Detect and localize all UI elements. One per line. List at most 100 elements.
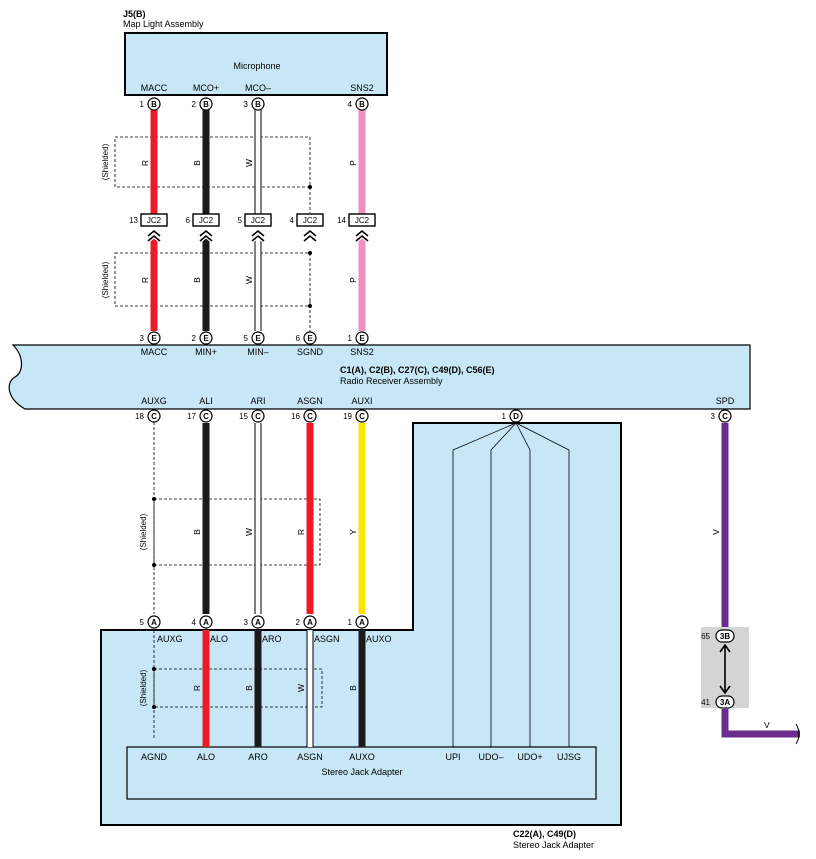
wire-letter-up-2: B (192, 160, 202, 166)
radio-bottom-pin-7-connector: C (722, 412, 728, 421)
spd-pin-top-connector: 3B (720, 632, 730, 641)
radio-ids: C1(A), C2(B), C27(C), C49(D), C56(E) (340, 365, 495, 375)
wire-letter-adapter-2: B (244, 685, 254, 691)
adapter-pin-3: A3 (244, 615, 265, 629)
inner-pin-auxo: AUXO (349, 752, 375, 762)
wire-letter-up-4: P (348, 160, 358, 166)
inner-pin-agnd: AGND (141, 752, 168, 762)
wire-letter-up-3: W (244, 159, 254, 167)
inner-pin-udo-minus: UDO– (478, 752, 503, 762)
adapter-pin-name-2: ALO (210, 634, 228, 644)
radio-bottom-pin-5-connector: C (359, 412, 365, 421)
wire-letter-up-1: R (140, 160, 150, 166)
radio-top-pin-3-connector: E (255, 334, 261, 343)
spd-pin-bottom-connector: 3A (720, 698, 730, 707)
adapter-pin-3-number: 3 (244, 618, 249, 627)
radio-bottom-pin-name-3: ARI (250, 396, 265, 406)
stereo-jack-inner-box (126, 746, 597, 800)
map-light-name: Map Light Assembly (123, 19, 204, 29)
shield-dots (152, 185, 312, 709)
map-pin-name-1: MACC (141, 83, 168, 93)
radio-bottom-pin-1: C 18 (135, 409, 161, 423)
radio-top-pin-2-number: 2 (192, 334, 197, 343)
wire-letter-low-2: W (244, 528, 254, 536)
jc2-pin-2-label: JC2 (199, 216, 214, 225)
adapter-name: Stereo Jack Adapter (513, 840, 594, 850)
radio-bottom-pin-4-connector: C (307, 412, 313, 421)
adapter-pin-2-connector: A (203, 618, 209, 627)
map-pin-2-number: 2 (192, 100, 197, 109)
spd-pin-bottom: 3A (715, 695, 735, 709)
radio-top-pin-5-connector: E (359, 334, 365, 343)
spd-junction-link (719, 643, 731, 695)
radio-top-pin-5-number: 1 (348, 334, 353, 343)
shield-label-3: (Shielded) (139, 513, 148, 550)
radio-top-pin-3: E5 (244, 331, 265, 345)
map-pin-name-3: MCO– (245, 83, 271, 93)
radio-bottom-pin-name-2: ALI (199, 396, 213, 406)
radio-top-pin-name-5: SNS2 (350, 347, 374, 357)
map-light-box (124, 32, 388, 96)
jc2-pin-2-number: 6 (186, 216, 191, 225)
radio-top-pin-3-number: 5 (244, 334, 249, 343)
wire-letter-adapter-3: W (296, 684, 306, 692)
map-pin-4: B4 (348, 97, 369, 111)
wire-letter-mid-2: B (192, 277, 202, 283)
jc2-pin-3-number: 5 (238, 216, 243, 225)
adapter-pin-3-connector: A (255, 618, 261, 627)
jc2-pin-4-label: JC2 (303, 216, 318, 225)
map-pin-1-number: 1 (140, 100, 145, 109)
jc2-pin-1-number: 13 (129, 216, 138, 225)
jc2-pin-1-label: JC2 (147, 216, 162, 225)
radio-bottom-pin-6-number: 1 (502, 412, 507, 421)
map-pin-1-connector: B (151, 100, 157, 109)
radio-top-pin-name-4: SGND (297, 347, 324, 357)
radio-bottom-pin-name-1: AUXG (141, 396, 167, 406)
radio-top-pin-4-number: 6 (296, 334, 301, 343)
wire-letter-spd: V (711, 529, 721, 535)
radio-bottom-pin-name-spd: SPD (716, 396, 735, 406)
adapter-pin-5-connector: A (359, 618, 365, 627)
adapter-inner-label: Stereo Jack Adapter (321, 767, 402, 777)
inner-pin-aro: ARO (248, 752, 268, 762)
radio-top-pin-name-3: MIN– (247, 347, 269, 357)
map-pin-4-number: 4 (348, 100, 353, 109)
radio-bottom-pin-3-connector: C (255, 412, 261, 421)
wire-letter-low-1: B (192, 529, 202, 535)
radio-bottom-pin-2-connector: C (203, 412, 209, 421)
radio-bottom-pin-3-number: 15 (239, 412, 248, 421)
radio-top-pin-4-connector: E (307, 334, 313, 343)
radio-bottom-pin-2: C17 (187, 409, 213, 423)
spd-junction-top-num: 65 (701, 632, 710, 641)
radio-bottom-pin-5-number: 19 (343, 412, 352, 421)
shield-label-2: (Shielded) (101, 261, 110, 298)
adapter-pin-1: A5 (140, 615, 161, 629)
shield-label-1: (Shielded) (101, 143, 110, 180)
map-pin-2-connector: B (203, 100, 209, 109)
map-pin-2: B2 (192, 97, 213, 111)
wire-letters: R B W P R B W P B W R Y V R B W B V (140, 159, 770, 730)
radio-bottom-pin-1-number: 18 (135, 412, 144, 421)
shield-label-4: (Shielded) (139, 669, 148, 706)
radio-top-pin-2: E2 (192, 331, 213, 345)
adapter-pin-4-number: 2 (296, 618, 301, 627)
jc2-pin-2: JC2 6 (186, 213, 220, 243)
spd-junction-bottom-num: 41 (701, 698, 710, 707)
wire-spd-out (721, 709, 800, 738)
radio-name: Radio Receiver Assembly (340, 376, 443, 386)
adapter-pin-2-number: 4 (192, 618, 197, 627)
jc2-pin-5-label: JC2 (355, 216, 370, 225)
radio-receiver-box (8, 344, 751, 410)
adapter-pin-name-4: ASGN (314, 634, 340, 644)
adapter-pin-1-connector: A (151, 618, 157, 627)
adapter-pin-1-number: 5 (140, 618, 145, 627)
map-pin-3: B3 (244, 97, 265, 111)
inner-pin-asgn: ASGN (297, 752, 323, 762)
wire-letter-adapter-1: R (192, 685, 202, 691)
map-pin-name-4: SNS2 (350, 83, 374, 93)
radio-bottom-pin-6-connector: D (513, 412, 519, 421)
radio-bottom-pin-1-connector: C (151, 412, 157, 421)
wire-letter-low-4: Y (348, 529, 358, 535)
